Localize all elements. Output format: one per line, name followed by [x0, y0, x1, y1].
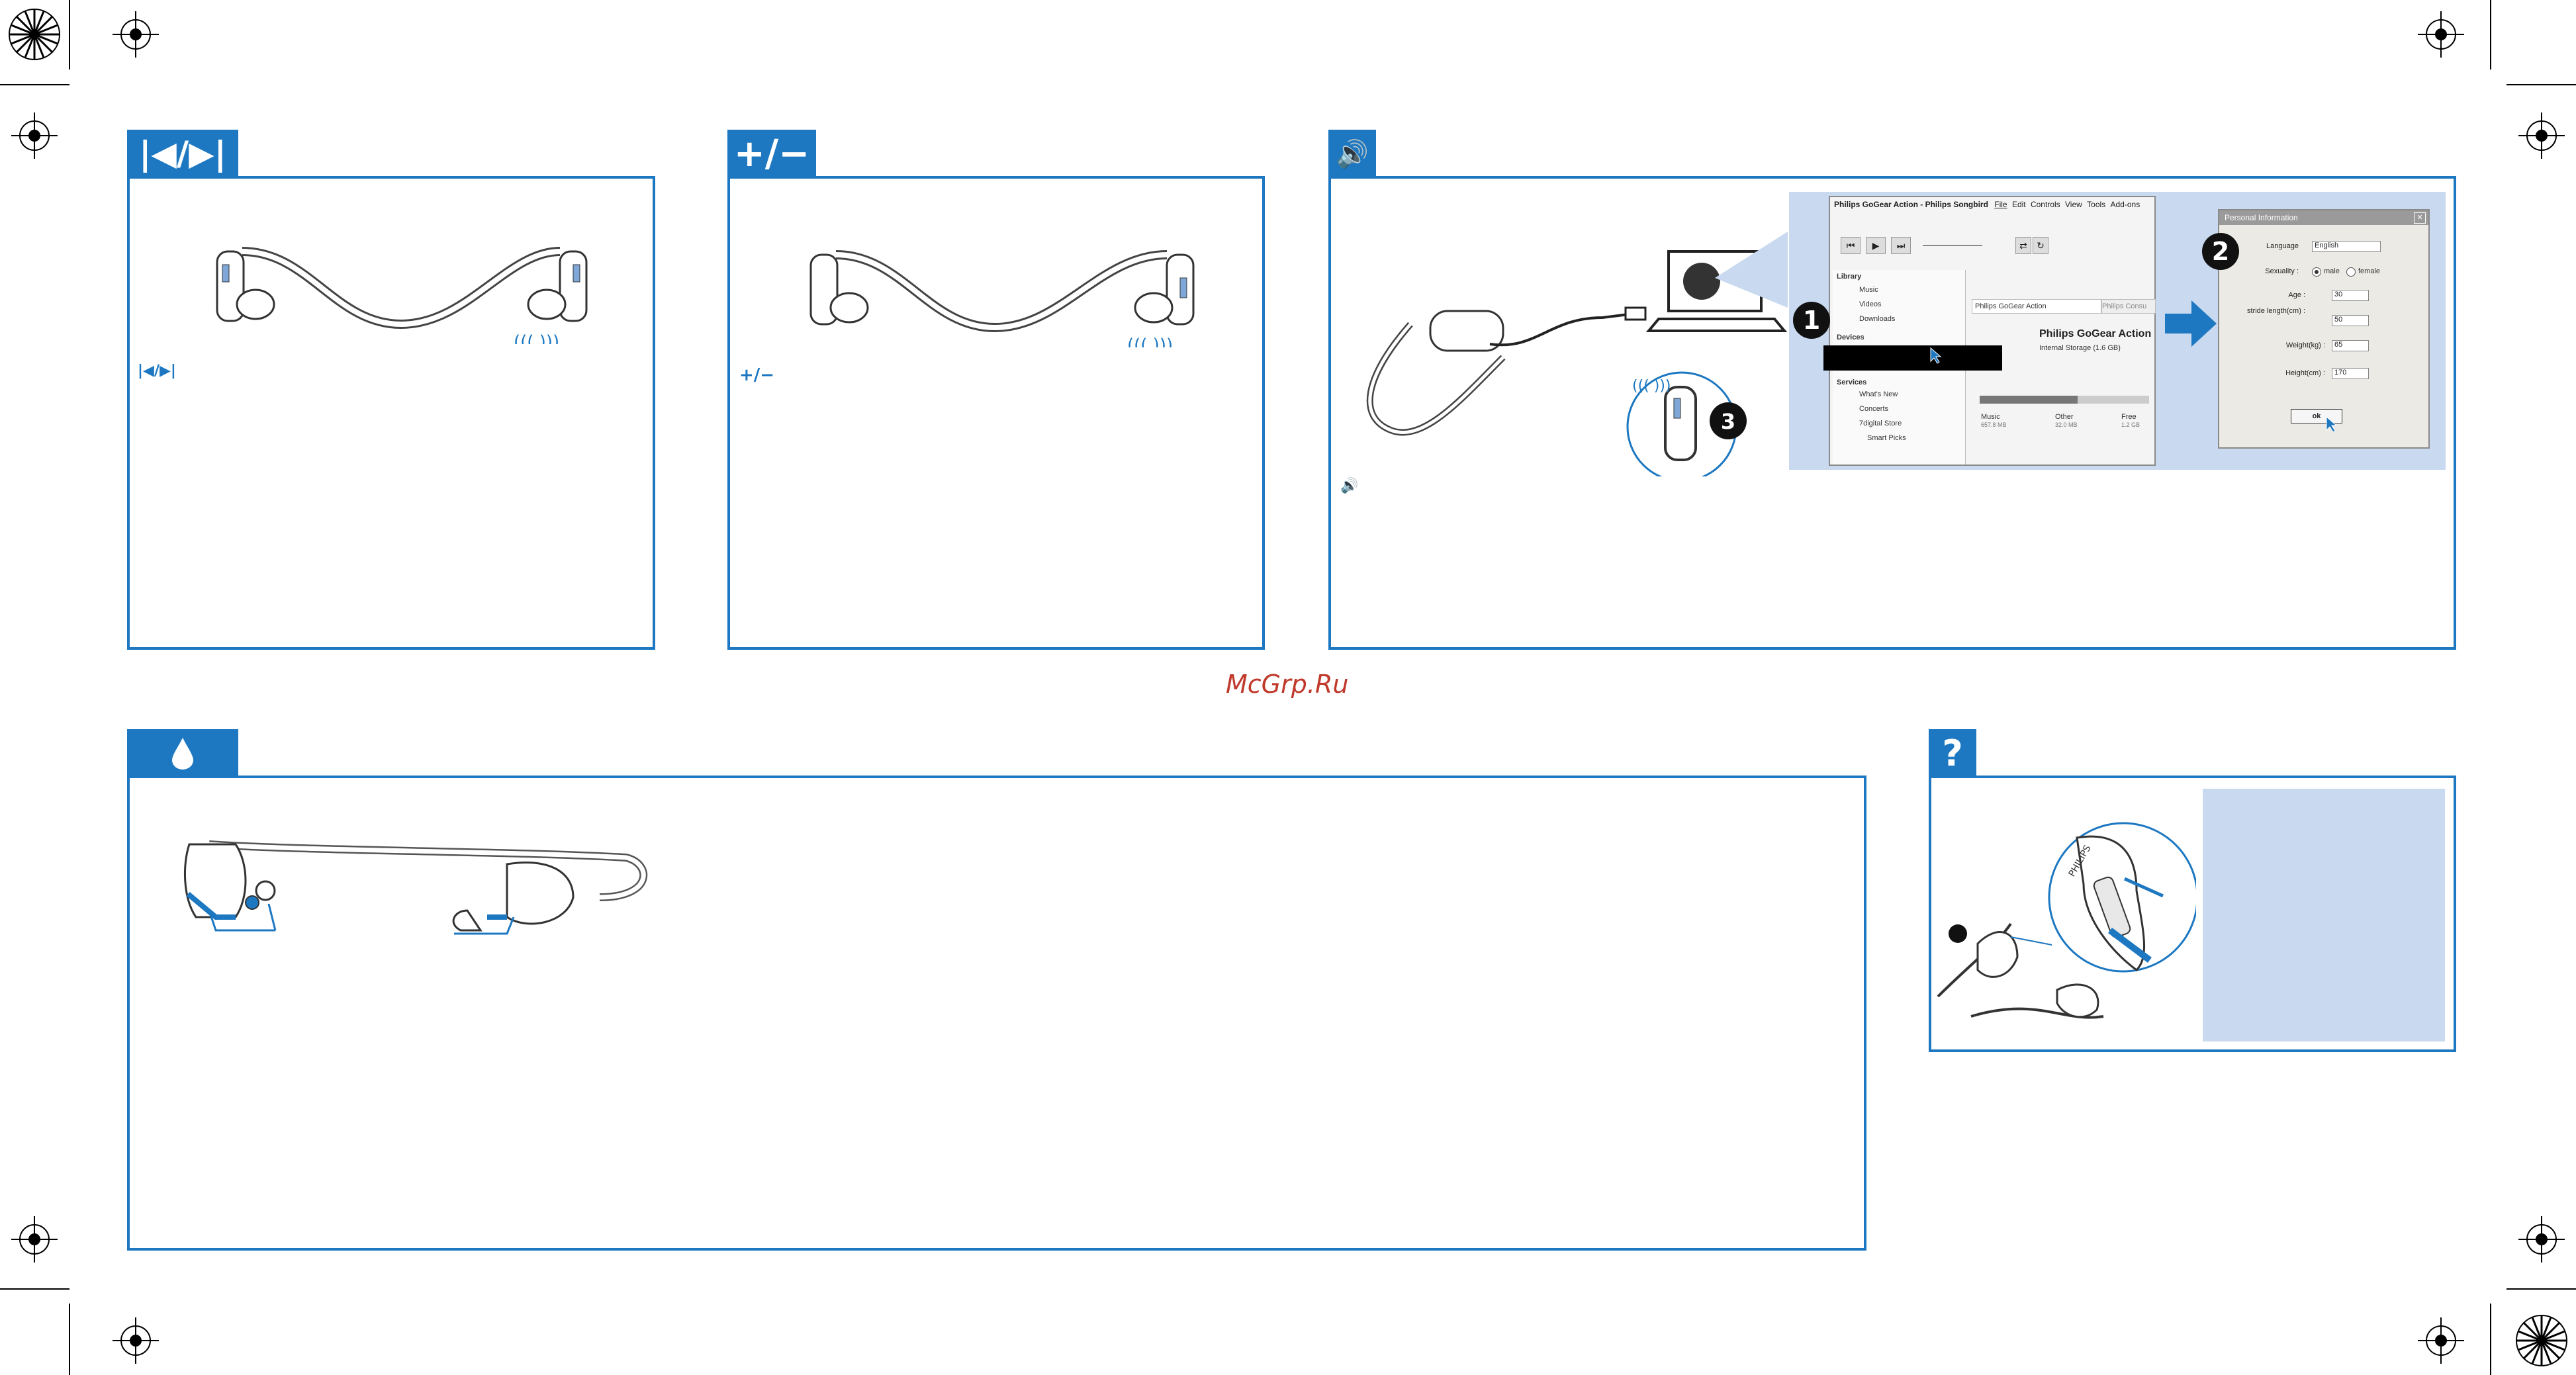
watermark: McGrp.Ru — [1226, 670, 1349, 699]
help-tab: ? — [1929, 729, 1976, 777]
dialog-titlebar: Personal Information — [2219, 210, 2428, 225]
storage-free: Free 1.2 GB — [2121, 413, 2140, 428]
cursor-icon — [2326, 416, 2338, 433]
sync-panel: ((( ))) 3 Philips GoGear Action - Philip… — [1328, 176, 2456, 650]
age-label: Age : — [2288, 291, 2305, 299]
play-button[interactable]: ▶ — [1866, 237, 1886, 254]
repeat-button[interactable]: ↻ — [2033, 237, 2048, 254]
songbird-title: Philips GoGear Action - Philips Songbird — [1834, 200, 1988, 209]
water-tab — [127, 729, 238, 777]
menu-controls[interactable]: Controls — [2030, 200, 2060, 209]
step-2-badge: 2 — [2202, 233, 2239, 270]
songbird-sidebar: Library Music Videos Downloads Devices S… — [1823, 270, 2002, 465]
speaker-icon: 🔊 — [1336, 138, 1369, 169]
storage-other: Other 32.0 MB — [2055, 413, 2078, 428]
volume-tab-symbol: +/− — [733, 132, 810, 175]
svg-text:((( ))): ((( ))) — [1127, 335, 1173, 347]
services-header: Services — [1837, 378, 1867, 386]
volume-tab: +/− — [727, 130, 816, 177]
previous-button[interactable]: ⏮ — [1841, 237, 1861, 254]
shuffle-button[interactable]: ⇄ — [2015, 237, 2031, 254]
reset-button-illustration: PHILIPS — [1937, 822, 2196, 1019]
step-3-badge: 3 — [1721, 409, 1735, 434]
skip-tab: |◀/▶| — [127, 130, 238, 177]
volume-slider[interactable] — [1923, 245, 1982, 246]
device-storage: Internal Storage (1.6 GB) — [2039, 344, 2121, 352]
storage-music: Music 657.8 MB — [1981, 413, 2007, 428]
skip-tab-symbol: |◀/▶| — [139, 134, 226, 173]
height-label: Height(cm) : — [2285, 369, 2325, 377]
close-icon[interactable]: ✕ — [2414, 212, 2426, 224]
language-label: Language — [2266, 242, 2299, 250]
menu-view[interactable]: View — [2065, 200, 2082, 209]
arrow-right-icon — [2165, 300, 2217, 347]
tab-philips-consumer[interactable]: Philips Consu — [2101, 299, 2156, 314]
volume-caption-symbol: +/− — [739, 365, 775, 385]
volume-panel: ((( ))) +/− — [727, 176, 1265, 650]
sexuality-label: Sexuality : — [2265, 267, 2299, 275]
step-1-badge: 1 — [1793, 302, 1830, 339]
devices-header: Devices — [1837, 333, 1864, 341]
height-input[interactable]: 170 — [2332, 368, 2369, 379]
sync-caption-symbol: 🔊 — [1340, 478, 1359, 494]
weight-input[interactable]: 65 — [2332, 340, 2369, 351]
help-note-box — [2203, 789, 2445, 1042]
stride-input[interactable]: 50 — [2332, 315, 2369, 326]
sidebar-item-videos[interactable]: Videos — [1859, 300, 1882, 308]
device-name: Philips GoGear Action — [2039, 328, 2152, 339]
personal-info-dialog: Personal Information ✕ Language English … — [2218, 209, 2430, 449]
weight-label: Weight(kg) : — [2285, 341, 2325, 349]
male-label: male — [2324, 267, 2340, 275]
sidebar-item-smart-picks[interactable]: Smart Picks — [1867, 434, 1906, 442]
menu-edit[interactable]: Edit — [2011, 200, 2026, 209]
menu-tools[interactable]: Tools — [2087, 200, 2106, 209]
skip-caption-symbol: |◀/▶| — [138, 363, 176, 379]
sidebar-item-music[interactable]: Music — [1859, 286, 1878, 294]
language-select[interactable]: English — [2312, 241, 2381, 252]
water-drop-icon — [172, 738, 193, 770]
menu-addons[interactable]: Add-ons — [2110, 200, 2140, 209]
sidebar-item-concerts[interactable]: Concerts — [1859, 405, 1889, 413]
age-input[interactable]: 30 — [2332, 290, 2369, 301]
songbird-window: Philips GoGear Action - Philips Songbird… — [1823, 196, 2156, 466]
sidebar-item-7digital[interactable]: 7digital Store — [1859, 420, 1902, 427]
headset-waterproof-illustration — [184, 840, 648, 935]
question-icon: ? — [1942, 732, 1963, 774]
svg-text:((( ))): ((( ))) — [514, 332, 559, 344]
sidebar-item-whats-new[interactable]: What's New — [1859, 390, 1898, 398]
storage-bar — [1980, 396, 2149, 404]
female-radio[interactable] — [2346, 267, 2356, 277]
tab-gogear[interactable]: Philips GoGear Action — [1972, 299, 2101, 314]
water-panel — [127, 776, 1866, 1251]
headphones-illustration: ((( ))) — [216, 247, 588, 344]
male-radio[interactable] — [2312, 267, 2321, 277]
projection-beam — [1715, 232, 1788, 308]
help-panel: PHILIPS — [1929, 776, 2456, 1052]
menu-file[interactable]: File — [1994, 200, 2007, 209]
female-label: female — [2358, 267, 2381, 275]
stride-label: stride length(cm) : — [2246, 307, 2305, 315]
selected-device-row[interactable] — [1823, 345, 2002, 371]
headset-usb-laptop-illustration: ((( ))) 3 — [1366, 250, 1788, 476]
next-button[interactable]: ⏭ — [1891, 237, 1911, 254]
sidebar-item-downloads[interactable]: Downloads — [1859, 315, 1896, 323]
library-header: Library — [1837, 273, 1862, 281]
skip-panel: ((( ))) |◀/▶| — [127, 176, 655, 650]
sync-tab: 🔊 — [1328, 130, 1376, 177]
cursor-icon — [1930, 347, 1942, 364]
headphones-illustration: ((( ))) — [809, 250, 1195, 347]
svg-text:((( ))): ((( ))) — [1632, 378, 1671, 394]
